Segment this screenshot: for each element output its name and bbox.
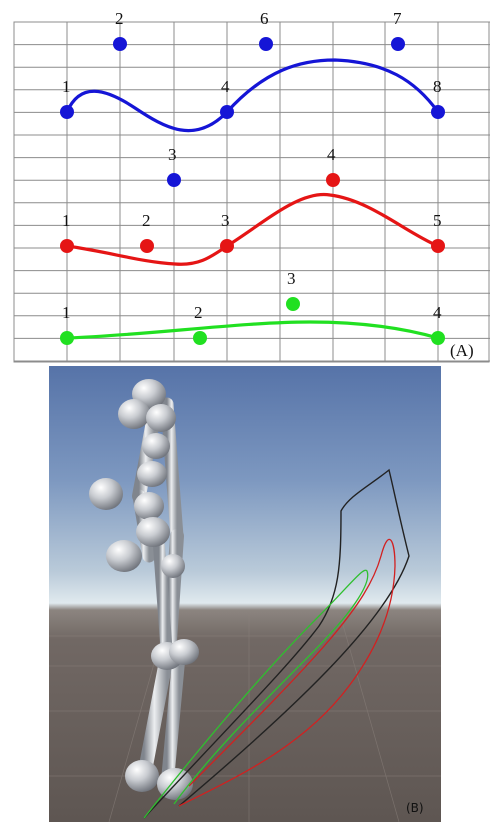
robot-skeleton: [89, 379, 199, 800]
red-point-3: [220, 239, 234, 253]
blue-label-8: 8: [433, 77, 442, 96]
green-label-1: 1: [62, 303, 71, 322]
green-spline-curve: [65, 320, 440, 340]
green-label-4: 4: [433, 303, 442, 322]
blue-spline-curve: [65, 58, 440, 133]
red-point-1: [60, 239, 74, 253]
green-label-2: 2: [194, 303, 203, 322]
green-label-3: 3: [287, 269, 296, 288]
green-point-2: [193, 331, 207, 345]
blue-label-3: 3: [168, 145, 177, 164]
red-label-3: 3: [221, 211, 230, 230]
blue-point-8: [431, 105, 445, 119]
panel-a-curve-diagram: 1 2 4 6 7 8 3 1 2 3 4 5 1 2 3 4 (A): [13, 9, 490, 363]
blue-point-3: [167, 173, 181, 187]
blue-label-7: 7: [393, 9, 402, 28]
blue-point-4: [220, 105, 234, 119]
background-grid: [13, 21, 490, 363]
blue-label-2: 2: [115, 9, 124, 28]
red-point-2: [140, 239, 154, 253]
panel-b-label: (B): [406, 801, 424, 815]
blue-point-2: [113, 37, 127, 51]
grid-border: [13, 21, 490, 363]
blue-label-4: 4: [221, 77, 230, 96]
red-label-2: 2: [142, 211, 151, 230]
green-trajectory-curve: [143, 569, 369, 819]
blue-point-7: [391, 37, 405, 51]
green-point-1: [60, 331, 74, 345]
green-point-4: [431, 331, 445, 345]
blue-point-1: [60, 105, 74, 119]
panel-a-label: (A): [450, 341, 474, 360]
red-label-5: 5: [433, 211, 442, 230]
red-point-5: [431, 239, 445, 253]
blue-label-1: 1: [62, 77, 71, 96]
red-trajectory-curve: [178, 538, 396, 807]
red-point-4: [326, 173, 340, 187]
red-label-4: 4: [327, 145, 336, 164]
black-trajectory-curve: [143, 468, 410, 819]
panel-b-3d-render: (B): [49, 366, 441, 822]
red-spline-curve: [65, 192, 440, 266]
red-label-1: 1: [62, 211, 71, 230]
scene-background: [49, 366, 441, 822]
blue-point-6: [259, 37, 273, 51]
blue-label-6: 6: [260, 9, 269, 28]
green-point-3: [286, 297, 300, 311]
